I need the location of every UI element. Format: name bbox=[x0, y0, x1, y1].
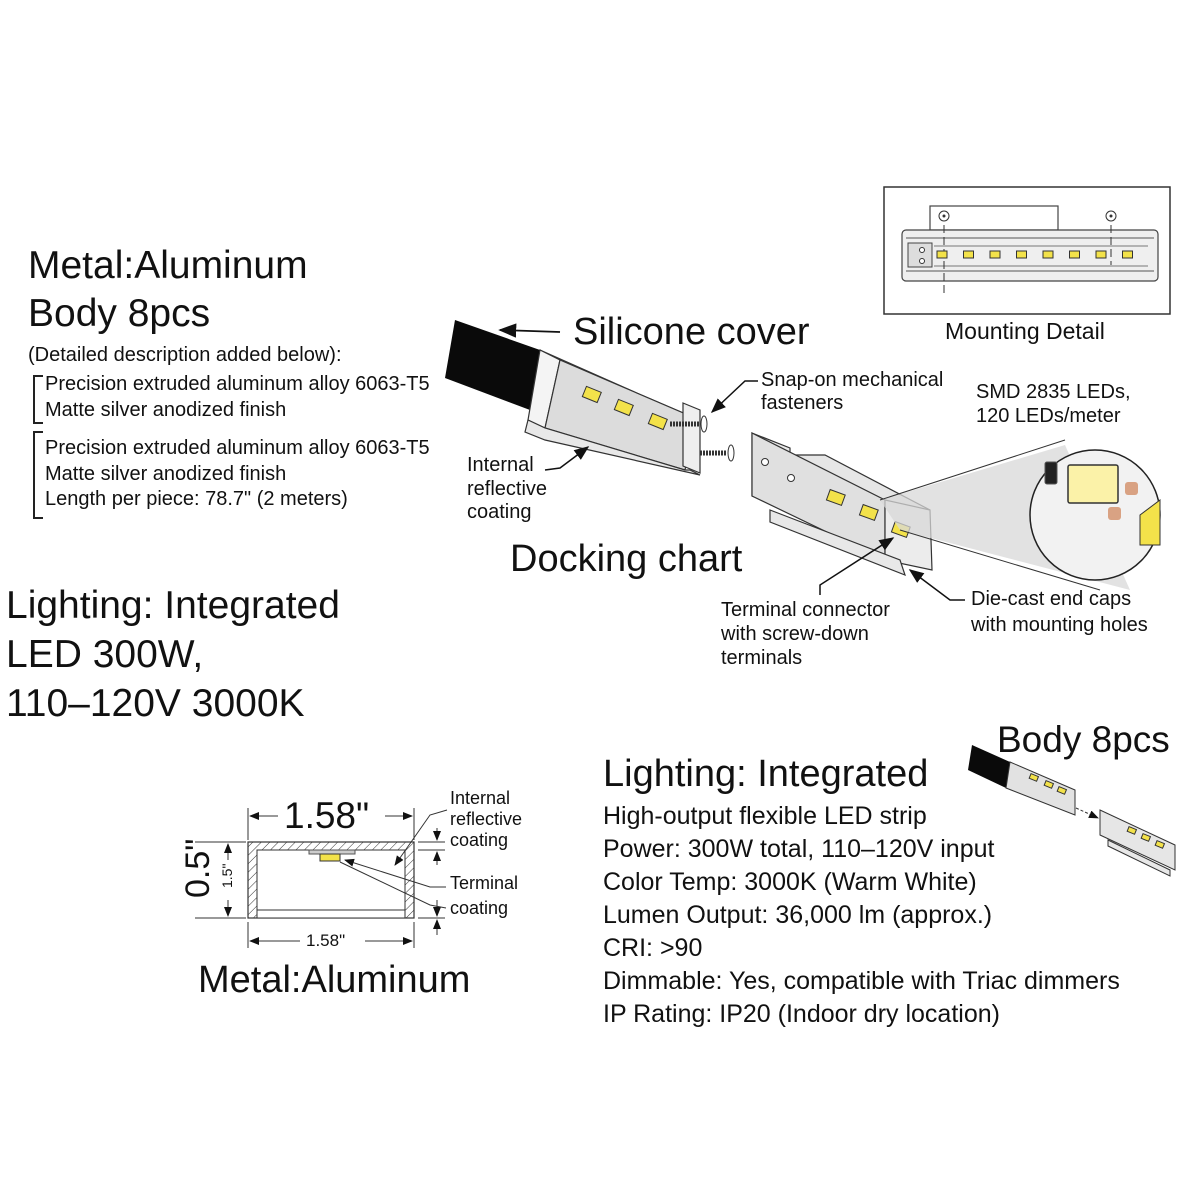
screw-icon bbox=[700, 444, 735, 462]
spec-body-label: Body 8pcs bbox=[997, 719, 1170, 760]
reflective-leader bbox=[544, 446, 590, 471]
mounting-led bbox=[989, 250, 1001, 259]
mounting-led bbox=[1122, 250, 1133, 259]
mounting-led bbox=[1016, 250, 1027, 259]
mounting-bracket bbox=[929, 205, 1059, 231]
description-line: Length per piece: 78.7" (2 meters) bbox=[45, 488, 348, 510]
bracket-group-1 bbox=[33, 375, 43, 424]
spec-line: Dimmable: Yes, compatible with Triac dim… bbox=[603, 967, 1120, 995]
terminal-label-line: terminals bbox=[721, 647, 803, 669]
screw-icon bbox=[670, 415, 708, 433]
spec-line: CRI: >90 bbox=[603, 934, 703, 962]
resistor-icon bbox=[1044, 461, 1058, 485]
silicone-cover-arrow bbox=[498, 323, 561, 338]
smd-led-chip bbox=[1067, 464, 1119, 504]
terminal-label-line: Terminal connector bbox=[721, 599, 890, 621]
mounting-led bbox=[1069, 250, 1080, 259]
die-cast-label-line: Die-cast end caps bbox=[971, 588, 1132, 610]
spec-line: Power: 300W total, 110–120V input bbox=[603, 835, 995, 863]
lighting-summary-line: Lighting: Integrated bbox=[6, 584, 340, 627]
cs-terminal-label-line: coating bbox=[450, 898, 509, 918]
cs-internal-label-line: Internal bbox=[450, 788, 511, 808]
spec-line: Color Temp: 3000K (Warm White) bbox=[603, 868, 977, 896]
smd-leds-label-line: SMD 2835 LEDs, bbox=[976, 381, 1131, 403]
left-channel-figure bbox=[445, 320, 758, 476]
height-outer-dimension: 0.5" bbox=[179, 838, 217, 898]
smd-leds-label-line: 120 LEDs/meter bbox=[976, 405, 1121, 427]
docking-chart-label: Docking chart bbox=[510, 538, 743, 580]
mounting-led bbox=[963, 250, 974, 259]
width-bottom-dimension: 1.58" bbox=[306, 931, 346, 950]
led-chip bbox=[581, 385, 602, 404]
lighting-summary-line: LED 300W, bbox=[6, 633, 204, 676]
led-chip bbox=[825, 488, 846, 507]
height-inner-dimension: 1.5" bbox=[219, 863, 235, 888]
description-line: Matte silver anodized finish bbox=[45, 463, 287, 485]
mounting-detail-caption: Mounting Detail bbox=[945, 318, 1105, 344]
silicone-cover-strip bbox=[445, 320, 540, 410]
material-title: Metal:Aluminum bbox=[28, 244, 308, 287]
cs-internal-label-line: reflective bbox=[450, 809, 523, 829]
description-line: Precision extruded aluminum alloy 6063-T… bbox=[45, 437, 430, 459]
die-cast-leader bbox=[908, 569, 965, 601]
reflective-label-line: reflective bbox=[467, 478, 548, 500]
cs-internal-label-line: coating bbox=[450, 830, 509, 850]
mounting-led bbox=[1042, 250, 1054, 259]
fasteners-label-line: Snap-on mechanical bbox=[761, 369, 944, 391]
die-cast-label-line: with mounting holes bbox=[971, 614, 1148, 636]
width-top-dimension: 1.58" bbox=[284, 795, 370, 836]
reflective-label-line: Internal bbox=[467, 454, 534, 476]
body-count: Body 8pcs bbox=[28, 292, 211, 335]
led-chip bbox=[647, 412, 668, 431]
fasteners-leader bbox=[710, 380, 758, 414]
spec-title: Lighting: Integrated bbox=[603, 753, 929, 795]
lighting-summary-line: 110–120V 3000K bbox=[6, 682, 305, 725]
reflective-label-line: coating bbox=[467, 501, 532, 523]
cross-section-figure bbox=[195, 808, 448, 948]
description-intro: (Detailed description added below): bbox=[28, 344, 342, 366]
cross-section-caption: Metal:Aluminum bbox=[198, 959, 471, 1001]
spec-line: IP Rating: IP20 (Indoor dry location) bbox=[603, 1000, 1000, 1028]
mini-assembly-figure bbox=[968, 745, 1176, 877]
fasteners-label-line: fasteners bbox=[761, 392, 844, 414]
led-chip bbox=[613, 398, 634, 417]
terminal-leader bbox=[819, 537, 895, 595]
spec-line: Lumen Output: 36,000 lm (approx.) bbox=[603, 901, 993, 929]
spec-line: High-output flexible LED strip bbox=[603, 802, 927, 830]
mounting-led bbox=[936, 250, 948, 259]
led-chip bbox=[858, 503, 879, 522]
mounting-led bbox=[1095, 250, 1107, 259]
bracket-group-2 bbox=[33, 431, 43, 519]
description-line: Matte silver anodized finish bbox=[45, 399, 287, 421]
cross-section-led bbox=[319, 853, 341, 862]
cs-terminal-label-line: Terminal bbox=[450, 873, 519, 893]
mounting-profile bbox=[901, 229, 1159, 282]
description-line: Precision extruded aluminum alloy 6063-T… bbox=[45, 373, 430, 395]
right-channel-figure bbox=[751, 432, 1161, 601]
silicone-cover-label: Silicone cover bbox=[573, 311, 810, 353]
mounting-detail-figure bbox=[883, 186, 1171, 315]
terminal-block bbox=[907, 242, 933, 268]
terminal-label-line: with screw-down bbox=[721, 623, 869, 645]
